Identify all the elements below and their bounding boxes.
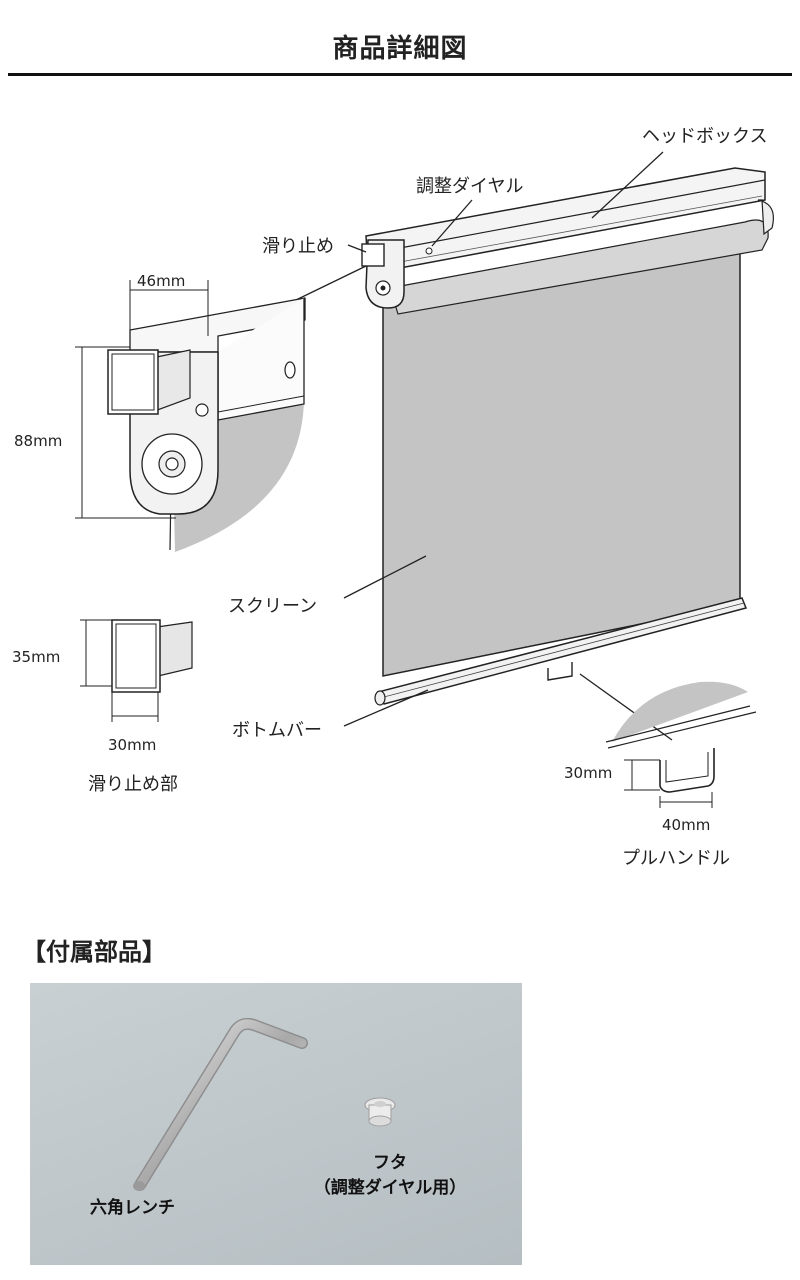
dim-bracket-width: 46mm [137, 272, 185, 290]
slip-stop-part [111, 619, 193, 693]
slip-stop-closeup [107, 349, 159, 415]
cap-label: フタ [373, 1153, 407, 1173]
label-slip-stop-part: 滑り止め部 [88, 774, 178, 795]
adjust-dial-hole [425, 247, 433, 255]
dim-handle-width: 40mm [662, 816, 710, 834]
roller-blind-illustration [361, 167, 774, 706]
cap-icon [364, 1097, 396, 1127]
label-head-box: ヘッドボックス [642, 126, 767, 147]
right-end-cap [757, 199, 774, 236]
label-slip-stop: 滑り止め [262, 236, 334, 257]
title-divider [8, 73, 792, 76]
slip-stop-pad [361, 243, 385, 267]
handle-closeup [605, 681, 757, 793]
dimension-lines [75, 280, 209, 519]
label-adjust-dial: 調整ダイヤル [416, 176, 523, 197]
cap-label-block: フタ （調整ダイヤル用） [280, 1151, 500, 1201]
label-pull-handle: プルハンドル [622, 848, 730, 869]
bracket-closeup [107, 297, 306, 552]
label-bottom-bar: ボトムバー [232, 720, 322, 741]
cap-note: （調整ダイヤル用） [313, 1178, 467, 1198]
accessories-photo: 六角レンチ フタ （調整ダイヤル用） [30, 983, 522, 1265]
wrench-label: 六角レンチ [90, 1198, 175, 1218]
pull-handle [547, 662, 573, 681]
product-detail-diagram: ヘッドボックス 調整ダイヤル 滑り止め スクリーン ボトムバー 滑り止め部 プル… [12, 126, 774, 869]
slip-dimension-lines [80, 619, 159, 722]
dim-bracket-height: 88mm [14, 432, 62, 450]
dim-handle-height: 30mm [564, 764, 612, 782]
hex-wrench-icon [133, 1017, 308, 1191]
dim-slip-height: 35mm [12, 648, 60, 666]
accessories-drawing [133, 1017, 396, 1191]
dim-slip-width: 30mm [108, 736, 156, 754]
accessories-heading: 【付属部品】 [22, 938, 166, 966]
label-screen: スクリーン [228, 596, 317, 617]
handle-dimension-lines [624, 759, 713, 808]
page-title: 商品詳細図 [332, 34, 468, 64]
